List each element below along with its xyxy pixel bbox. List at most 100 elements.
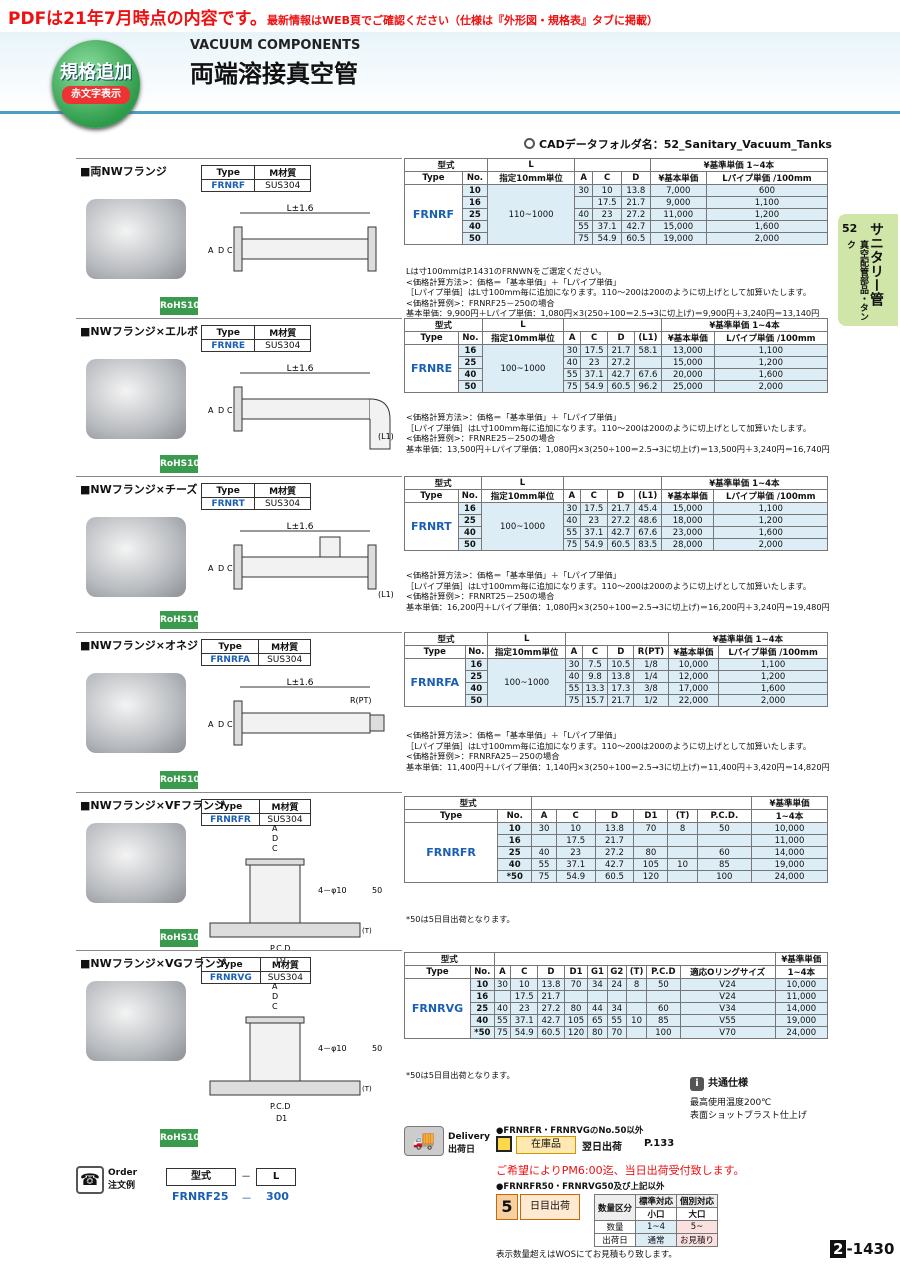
table-cell: No. bbox=[470, 965, 495, 979]
order-model-head: 型式 bbox=[166, 1168, 236, 1186]
table-cell: G2 bbox=[606, 965, 628, 979]
table-cell: 13.8 bbox=[594, 822, 635, 835]
table-cell: 40 bbox=[531, 846, 557, 859]
type-code: FRNRFR bbox=[201, 813, 260, 826]
q-head: 数量区分 bbox=[593, 1194, 637, 1221]
pipe-body bbox=[239, 398, 371, 420]
page-chapter: 2 bbox=[830, 1240, 847, 1258]
table-cell: 10 bbox=[667, 858, 698, 871]
mat-head: M材質 bbox=[258, 639, 311, 654]
table-cell: 75 bbox=[574, 232, 594, 245]
note-line: Lは寸100mmはP.1431のFRNWNをご選定ください。 bbox=[406, 266, 607, 276]
table-cell: 37.1 bbox=[510, 1014, 539, 1027]
table-cell: 40 bbox=[461, 220, 488, 233]
table-cell: 40 bbox=[562, 514, 581, 527]
table-cell: 24,000 bbox=[750, 870, 829, 883]
table-cell: D bbox=[537, 965, 565, 979]
table-cell bbox=[667, 870, 698, 883]
table-cell: 25 bbox=[464, 670, 489, 683]
table-cell: 2,000 bbox=[713, 380, 829, 393]
dim-holes: 4－φ10 bbox=[318, 1044, 347, 1053]
table-cell: 24 bbox=[606, 978, 628, 991]
table-cell: 3/8 bbox=[633, 682, 669, 695]
table-cell: D1 bbox=[633, 809, 669, 823]
table-cell: 16 bbox=[470, 990, 495, 1003]
table-cell: A bbox=[563, 331, 582, 345]
table-cell bbox=[667, 834, 698, 847]
product-name: ■NWフランジ×オネジ bbox=[80, 639, 198, 652]
table-cell: 1,100 bbox=[718, 658, 828, 671]
type-head: Type bbox=[200, 325, 256, 340]
table-cell: 55 bbox=[493, 1014, 512, 1027]
table-cell: 30 bbox=[565, 658, 583, 671]
table-cell: 1,200 bbox=[705, 208, 829, 221]
table-cell: 50 bbox=[458, 380, 483, 393]
note-line: <価格計算例>：FRNRF25－250の場合 bbox=[406, 297, 555, 308]
table-cell: 27.2 bbox=[594, 846, 635, 859]
table-cell: C bbox=[581, 645, 609, 659]
q-std: 標準対応 bbox=[635, 1194, 678, 1208]
dim-D1: D1 bbox=[276, 1114, 287, 1123]
order-ex-L: 300 bbox=[266, 1190, 289, 1203]
table-cell: 10 bbox=[497, 822, 533, 835]
table-cell: 27.2 bbox=[620, 208, 651, 221]
table-cell: 54.9 bbox=[580, 380, 609, 393]
table-cell: 指定10mm単位 bbox=[486, 171, 576, 185]
table-cell: L bbox=[481, 318, 565, 332]
dim-D: D bbox=[272, 834, 278, 843]
table-cell: 40 bbox=[493, 1002, 512, 1015]
side-tab[interactable]: 52 サニタリー管 真空配管部品・タンク bbox=[838, 214, 898, 326]
table-cell: 54.9 bbox=[592, 232, 622, 245]
table-cell: 75 bbox=[565, 694, 583, 707]
table-cell: 17.5 bbox=[580, 344, 609, 357]
table-cell: 14,000 bbox=[750, 846, 829, 859]
table-cell: 9,000 bbox=[649, 196, 707, 209]
table-cell: 12,000 bbox=[667, 670, 720, 683]
table-cell: 指定10mm単位 bbox=[481, 489, 564, 503]
table-cell: 14,000 bbox=[774, 1002, 829, 1015]
stock-page[interactable]: P.133 bbox=[644, 1138, 675, 1149]
table-cell: 16 bbox=[461, 196, 488, 209]
dim-L1: (L1) bbox=[378, 432, 394, 441]
five-day: 日目出荷 bbox=[520, 1194, 580, 1220]
table-cell: ¥基本単価 bbox=[661, 331, 715, 345]
pipe-body bbox=[249, 862, 301, 924]
table-cell: 15,000 bbox=[660, 502, 715, 515]
table-cell: 指定10mm単位 bbox=[481, 331, 565, 345]
q-d: 出荷日 bbox=[593, 1233, 637, 1247]
table-cell bbox=[565, 632, 669, 646]
table-cell: Type bbox=[403, 331, 460, 345]
table-cell: 55 bbox=[531, 858, 557, 871]
table-cell: 16 bbox=[497, 834, 533, 847]
table-cell: C bbox=[510, 965, 539, 979]
table-cell: 15,000 bbox=[661, 356, 715, 369]
dim-A: A bbox=[208, 246, 214, 255]
table-cell: 75 bbox=[531, 870, 557, 883]
table-cell: 1,200 bbox=[713, 514, 828, 527]
note-line: ［Lパイプ単価］はL寸100mm毎に追加になります。110～200は200のよう… bbox=[406, 740, 812, 751]
table-cell: 23 bbox=[579, 514, 608, 527]
product-name: ■NWフランジ×VGフランジ bbox=[80, 957, 227, 970]
note-line: 基本単価：16,200円＋Lパイプ単価：1,080円×3(250÷100＝2.5… bbox=[406, 601, 830, 612]
type-head: Type bbox=[200, 639, 260, 654]
table-cell: 60.5 bbox=[620, 232, 651, 245]
table-cell: 1,100 bbox=[713, 344, 829, 357]
table-cell: 80 bbox=[633, 846, 669, 859]
table-cell: 60 bbox=[646, 1002, 681, 1015]
table-cell: 1,100 bbox=[713, 502, 828, 515]
table-cell: 27.2 bbox=[537, 1002, 565, 1015]
table-cell: 67.6 bbox=[633, 526, 662, 539]
